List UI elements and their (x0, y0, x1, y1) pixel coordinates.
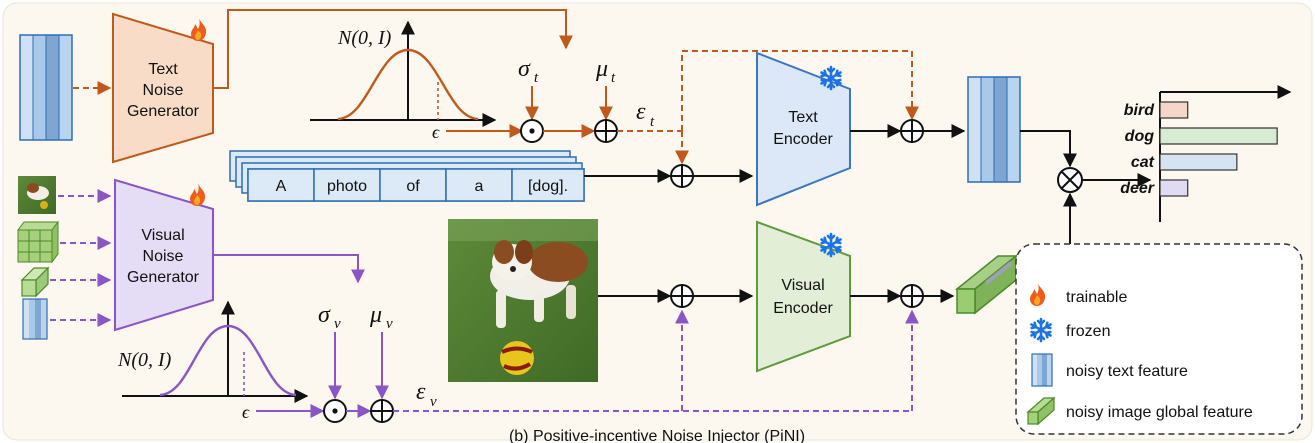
eps-t-to-encoder-output-arrow (681, 50, 919, 131)
text-feature-small-icon (22, 298, 48, 340)
legend-image-feature-icon (1026, 396, 1056, 426)
sigma-t-symbol: σ (518, 56, 531, 82)
logit-label-dog: dog (1125, 128, 1155, 145)
prompt-token: a (475, 178, 484, 195)
text-multiply-dot (529, 128, 535, 134)
visual-noise-generator (114, 178, 214, 332)
prompt-token: [dog]. (528, 178, 568, 195)
logit-label-bird: bird (1124, 102, 1155, 119)
mu-t-subscript: t (611, 70, 616, 86)
noisy-text-feature-output (967, 76, 1021, 183)
mu-v-subscript: v (386, 316, 393, 332)
text-noise-generator-label-2: Noise (143, 82, 184, 99)
noisy-image-global-feature-output (954, 254, 1019, 315)
legend-noisy-image-label: noisy image global feature (1066, 404, 1253, 421)
text-encoder-label-2: Encoder (773, 131, 833, 148)
logit-bar-bird (1159, 101, 1189, 119)
legend-text-feature-icon (1031, 353, 1053, 387)
visual-encoder-label-2: Encoder (773, 300, 833, 317)
prompt-token-cell (445, 168, 513, 202)
prompt-token-cell (511, 168, 585, 202)
legend-noisy-text-label: noisy text feature (1066, 363, 1188, 380)
text-noise-generator (112, 12, 214, 164)
eps-v-subscript: v (430, 394, 437, 410)
text-gaussian-curve (337, 48, 479, 121)
logit-label-deer: deer (1120, 180, 1155, 197)
sigma-v-symbol: σ (318, 302, 331, 328)
legend-box (1015, 243, 1303, 435)
visual-encoder-label-1: Visual (781, 277, 824, 294)
image-global-feature-icon (20, 266, 50, 298)
dog-photo (448, 219, 598, 382)
eps-t-symbol: ε (636, 99, 646, 125)
prompt-token: A (276, 178, 287, 195)
text-feature-to-product-arrow (1020, 130, 1077, 168)
figure-caption: (b) Positive-incentive Noise Injector (P… (509, 428, 805, 443)
logit-bar-deer (1159, 179, 1189, 197)
visual-noise-generator-label-3: Generator (127, 269, 200, 286)
text-encoder (756, 51, 851, 207)
input-image-thumbnail (18, 176, 56, 214)
visual-encoder (756, 220, 851, 373)
text-noise-generator-label-1: Text (148, 61, 178, 78)
text-feature-input-icon (19, 34, 73, 141)
mu-t-symbol: μ (595, 56, 608, 82)
visual-gaussian-label: N(0, I) (117, 349, 172, 371)
visual-gaussian-curve (159, 324, 297, 397)
prompt-token: photo (327, 178, 367, 195)
sigma-t-subscript: t (534, 70, 539, 86)
visual-generator-output-arrow (213, 254, 365, 284)
prompt-token: of (406, 178, 420, 195)
legend-trainable-label: trainable (1066, 289, 1127, 306)
visual-epsilon-label: ϵ (242, 402, 250, 422)
legend-frozen-label: frozen (1066, 323, 1110, 340)
text-gaussian-label: N(0, I) (337, 27, 392, 49)
eps-v-symbol: ε (416, 379, 426, 405)
image-patch-grid-icon (17, 220, 59, 264)
logit-bar-dog (1159, 127, 1278, 145)
eps-t-subscript: t (650, 114, 655, 130)
text-noise-generator-label-3: Generator (127, 103, 200, 120)
text-epsilon-label: ϵ (432, 122, 440, 142)
visual-noise-generator-label-1: Visual (141, 227, 184, 244)
sigma-v-subscript: v (334, 316, 341, 332)
text-encoder-label-1: Text (788, 109, 818, 126)
logit-label-cat: cat (1131, 154, 1155, 171)
text-generator-output-arrow (213, 9, 573, 89)
prompt-token-cell (313, 168, 381, 202)
visual-noise-generator-label-2: Noise (143, 248, 184, 265)
class-logit-bars: bird dog cat deer (1120, 101, 1278, 197)
mu-v-symbol: μ (369, 302, 382, 328)
logit-bar-cat (1159, 153, 1238, 171)
